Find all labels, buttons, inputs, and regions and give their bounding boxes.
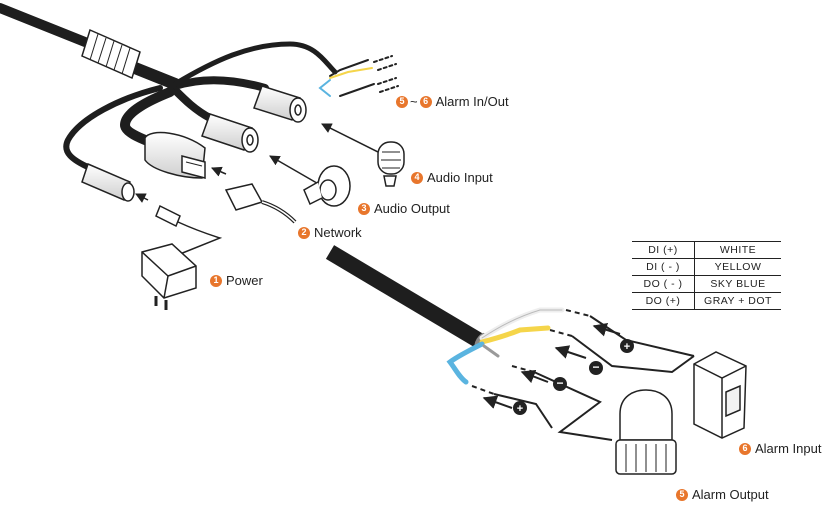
signal-cell: DO ( - ) [632,275,695,293]
svg-text:−: − [556,376,563,390]
microphone [377,141,405,187]
label-alarm-output-text: Alarm Output [692,487,769,502]
table-row: DO (+) GRAY + DOT [632,292,781,310]
table-row: DI ( - ) YELLOW [632,258,781,276]
label-audio-input: 4 Audio Input [411,170,493,185]
label-alarm-inout: 5 ~ 6 Alarm In/Out [396,94,509,109]
color-cell: YELLOW [694,258,781,276]
number-badge: 3 [358,202,370,215]
alarm-sensor [693,351,747,439]
siren [615,389,677,475]
number-badge: 1 [210,274,222,287]
label-audio-output: 3 Audio Output [358,201,450,216]
network-plug [224,183,297,224]
signal-cell: DI ( - ) [632,258,695,276]
number-badge: 5 [396,95,408,108]
label-alarm-inout-sep: ~ [410,94,418,109]
main-cable [0,3,181,90]
alarm-io-wires [318,55,399,97]
color-cell: GRAY + DOT [694,292,781,310]
color-cell: WHITE [694,241,781,259]
label-alarm-input-text: Alarm Input [755,441,822,456]
label-alarm-inout-text: Alarm In/Out [435,94,509,109]
polarity-markers: + − − + [513,339,634,415]
signal-cell: DO (+) [632,292,695,310]
wire-color-table: DI (+) WHITE DI ( - ) YELLOW DO ( - ) SK… [632,241,781,310]
svg-text:+: + [517,403,523,415]
label-audio-output-text: Audio Output [374,201,450,216]
label-audio-input-text: Audio Input [427,170,493,185]
table-row: DI (+) WHITE [632,241,781,259]
signal-cell: DI (+) [632,241,695,259]
speaker [303,165,351,207]
svg-text:+: + [624,341,630,353]
power-adapter [141,204,223,310]
number-badge: 6 [739,442,751,455]
network-port [144,131,206,179]
number-badge: 5 [676,488,688,501]
power-dc-jack [81,162,135,202]
number-badge: 4 [411,171,423,184]
color-cell: SKY BLUE [694,275,781,293]
label-network: 2 Network [298,225,362,240]
alarm-colored-wires [446,307,565,385]
number-badge: 2 [298,226,310,239]
audio-output-rca [253,85,307,123]
svg-text:−: − [592,360,599,374]
label-alarm-input: 6 Alarm Input [739,441,821,456]
branch-cables [63,41,338,171]
label-power: 1 Power [210,273,263,288]
number-badge: 6 [419,95,432,108]
alarm-wire-dashes [471,309,591,395]
ferrite-core [81,28,141,80]
alarm-output-circuit [482,369,613,441]
alarm-cable [325,245,486,350]
label-alarm-output: 5 Alarm Output [676,487,769,502]
label-power-text: Power [226,273,263,288]
table-row: DO ( - ) SKY BLUE [632,275,781,293]
audio-input-rca [201,113,259,153]
label-network-text: Network [314,225,362,240]
